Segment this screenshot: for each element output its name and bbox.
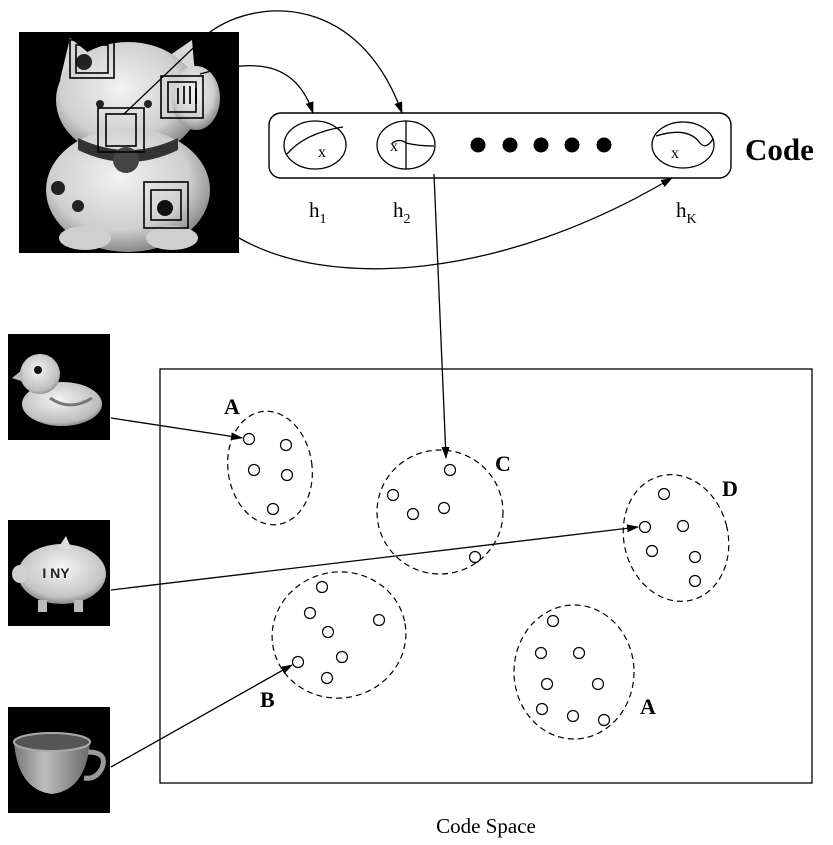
code-dots [470,137,612,153]
code-dot [502,137,518,153]
code-point [406,507,420,521]
code-slot-hK: x [651,121,715,169]
cluster-outlines [227,410,730,740]
code-dot [596,137,612,153]
code-point [597,713,611,727]
code-dot [533,137,549,153]
code-point [280,468,294,482]
piggy-bank-print: I NY [42,565,70,581]
code-space-frame [159,368,813,784]
code-point [443,463,457,477]
code-point [468,550,482,564]
code-slot-h2-label: h2 [393,198,411,227]
code-point [591,677,605,691]
connector-duck [110,417,243,441]
rubber-duck-icon [8,334,110,440]
code-point [688,550,702,564]
code-point [535,702,549,716]
code-point [386,488,400,502]
code-point [335,650,349,664]
code-slot-h2-mark: x [390,138,398,155]
code-point [437,501,451,515]
code-title: Code [745,132,814,167]
connector-to-h1 [199,65,314,114]
connector-to-h2 [209,10,403,114]
code-points [242,432,702,727]
code-point [572,646,586,660]
code-point [242,432,256,446]
code-slot-h2: x [376,120,436,170]
piggy-bank-icon: I NY [8,520,110,626]
cluster-outline-b [271,571,407,699]
code-point [676,519,690,533]
code-space-caption: Code Space [436,814,536,838]
code-point [279,438,293,452]
lucky-cat-icon [19,31,239,253]
code-point [657,487,671,501]
code-slot-hK-label: hK [676,198,697,227]
code-point [266,502,280,516]
cluster-outline-a-top [227,410,313,526]
feature-connectors [199,10,673,459]
code-dot [564,137,580,153]
image-connectors [110,417,639,768]
code-point [546,614,560,628]
code-slot-h1-label: h1 [309,198,327,227]
code-point [247,463,261,477]
code-point [638,520,652,534]
code-dot [470,137,486,153]
code-point [321,625,335,639]
code-space: A C D B A [159,368,813,784]
code-point [315,580,329,594]
cluster-outline-c [376,449,504,575]
connector-h2-to-space [433,173,450,459]
code-slot-h1: x [283,120,347,170]
code-block: x x x Code h1 h2 hK [268,112,814,227]
code-point [303,606,317,620]
code-point [372,613,386,627]
cluster-label-d: D [722,476,738,501]
teacup-icon [8,707,110,813]
connector-to-hK [238,177,673,270]
cluster-label-b: B [260,687,275,712]
connector-piggy [110,524,639,591]
connector-teacup [110,664,293,768]
cluster-label-a-top: A [224,394,240,419]
code-point [645,544,659,558]
code-point [566,709,580,723]
code-slot-h1-mark: x [318,144,326,161]
cluster-outline-a-bottom [513,604,635,740]
code-point [534,646,548,660]
cluster-label-a-bottom: A [640,694,656,719]
cluster-outline-d [622,474,730,602]
code-point [291,655,305,669]
code-point [540,677,554,691]
code-point [320,671,334,685]
code-point [688,574,702,588]
cluster-label-c: C [495,451,511,476]
code-slot-hK-mark: x [671,145,679,162]
